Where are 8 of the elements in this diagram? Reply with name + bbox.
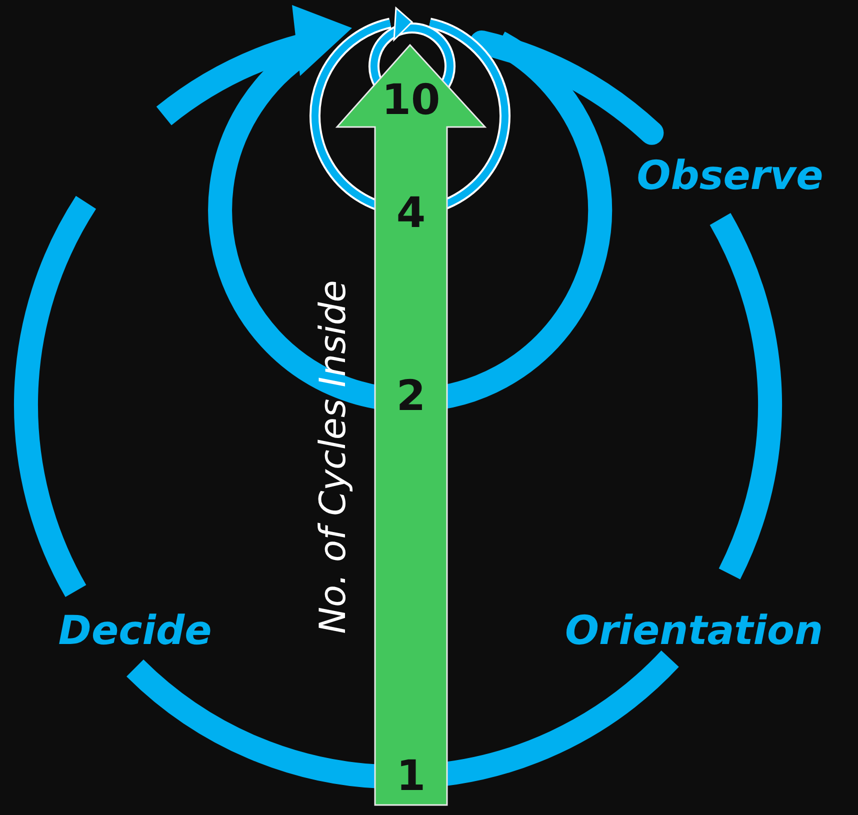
axis-label: No. of Cycles Inside: [316, 280, 352, 634]
stage-label: Decide: [58, 611, 212, 651]
scale-number: 10: [382, 79, 440, 121]
scale-number: 4: [396, 192, 426, 234]
scale-number: 1: [396, 755, 426, 797]
stage-label: Orientation: [565, 611, 823, 651]
scale-number: 2: [396, 375, 426, 417]
stage-label: Observe: [636, 156, 824, 196]
